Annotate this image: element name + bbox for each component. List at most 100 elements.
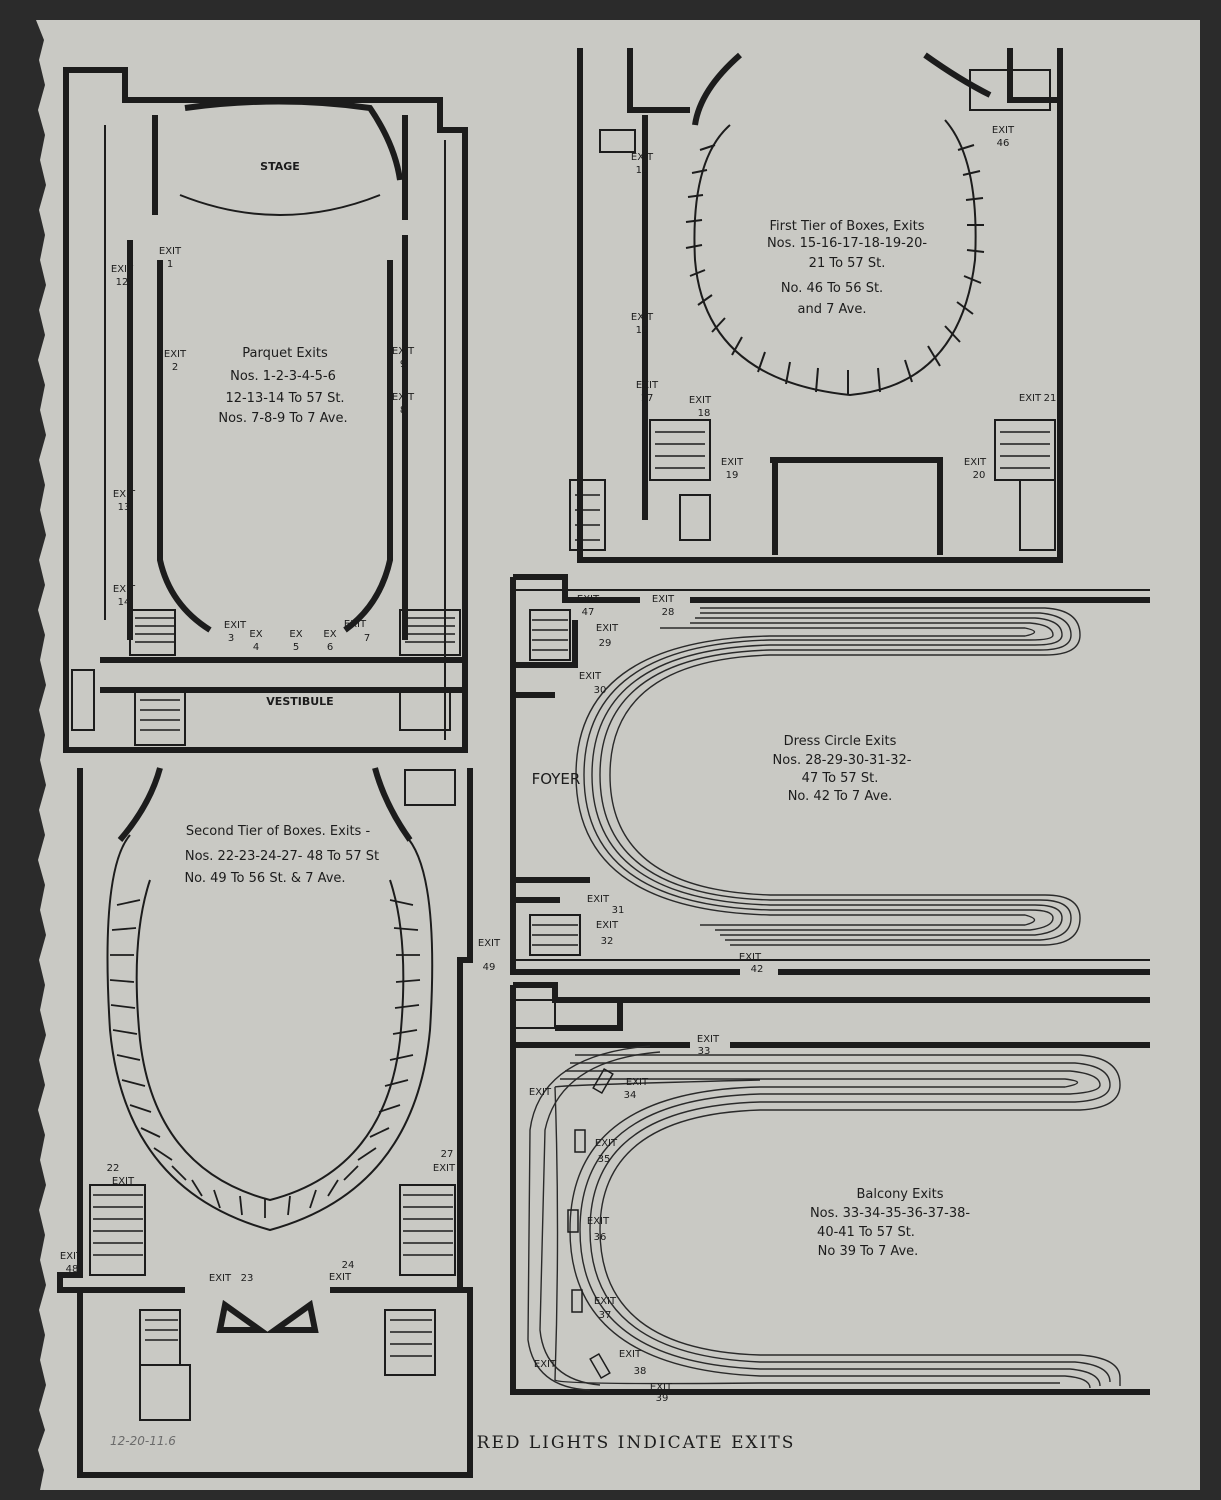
- exit-number: 5: [293, 642, 299, 653]
- box-dividers: [109, 899, 421, 1218]
- exit-number: 19: [726, 470, 739, 481]
- exit-number: 14: [118, 597, 131, 608]
- exit-number: 12: [116, 277, 129, 288]
- second-tier-title: Second Tier of Boxes. Exits -: [186, 824, 371, 839]
- exit-word: EXIT: [964, 457, 987, 468]
- exit-number: 37: [599, 1310, 612, 1321]
- exit-number: 2: [172, 362, 178, 373]
- footer-caption: RED LIGHTS INDICATE EXITS: [477, 1433, 796, 1453]
- exit-word: EXIT: [636, 380, 659, 391]
- exit-number: 3: [228, 633, 234, 644]
- second-tier-line: Nos. 22-23-24-27- 48 To 57 St: [185, 849, 379, 864]
- box-dividers: [685, 144, 985, 394]
- dress-circle-stairs: [532, 619, 578, 946]
- paper: [36, 20, 1200, 1490]
- parquet-stairs: [135, 617, 455, 731]
- first-tier-line: 21 To 57 St.: [809, 256, 886, 271]
- exit-number: 17: [641, 393, 654, 404]
- exit-word: EXIT: [433, 1163, 456, 1174]
- exit-number: 23: [241, 1273, 254, 1284]
- exit-number: 36: [594, 1232, 607, 1243]
- first-tier-title: First Tier of Boxes, Exits: [770, 219, 925, 234]
- exit-word: EXIT: [626, 1077, 649, 1088]
- exit-word: EXIT: [112, 1176, 135, 1187]
- exit-word: EXIT: [534, 1359, 557, 1370]
- exit-word: EXIT: [164, 349, 187, 360]
- parquet-plan: STAGE VESTIBULE Parquet Exits Nos. 1-2-3…: [63, 67, 468, 753]
- exit-number: 47: [582, 607, 595, 618]
- first-tier-line: and 7 Ave.: [798, 302, 867, 317]
- exit-number: 20: [973, 470, 986, 481]
- balcony-plan: Balcony Exits Nos. 33-34-35-36-37-38- 40…: [510, 982, 1150, 1404]
- parquet-title: Parquet Exits: [242, 346, 328, 361]
- exit-number: 16: [636, 325, 649, 336]
- exit-word: EXIT: [329, 1272, 352, 1283]
- pencil-annotation: 12-20-11.6: [110, 1434, 176, 1448]
- exit-word: EXIT: [595, 1138, 618, 1149]
- exit-word: EXIT: [631, 152, 654, 163]
- exit-word: EXIT: [113, 489, 136, 500]
- parquet-line: 12-13-14 To 57 St.: [225, 391, 344, 406]
- exit-number: 49: [483, 962, 496, 973]
- exit-number: 8: [400, 405, 406, 416]
- exit-word: EXIT: [1019, 393, 1042, 404]
- exit-number: 18: [698, 408, 711, 419]
- exit-word: EXIT: [392, 346, 415, 357]
- exit-number: 38: [634, 1366, 647, 1377]
- vestibule-label: VESTIBULE: [266, 695, 333, 708]
- exit-word: EXIT: [992, 125, 1015, 136]
- exit-word: EXIT: [113, 584, 136, 595]
- balcony-seat-rows: [527, 1045, 1121, 1391]
- balcony-exit-doors: [567, 1067, 614, 1380]
- dress-circle-line: No. 42 To 7 Ave.: [788, 789, 893, 804]
- exit-word: EXIT: [650, 1382, 673, 1393]
- exit-number: 15: [636, 165, 649, 176]
- exit-number: 39: [656, 1393, 669, 1404]
- first-tier-line: No. 46 To 56 St.: [781, 281, 883, 296]
- exit-number: 46: [997, 138, 1010, 149]
- exit-word: EXIT: [60, 1251, 83, 1262]
- exit-number: 22: [107, 1163, 120, 1174]
- balcony-line: No 39 To 7 Ave.: [818, 1244, 919, 1259]
- second-tier-line: No. 49 To 56 St. & 7 Ave.: [184, 871, 345, 886]
- exit-word: EXIT: [652, 594, 675, 605]
- exit-number: 42: [751, 964, 764, 975]
- exit-word: EXIT: [697, 1034, 720, 1045]
- exit-number: 32: [601, 936, 614, 947]
- second-tier-stairs: [93, 1194, 453, 1357]
- dress-circle-line: 47 To 57 St.: [802, 771, 879, 786]
- dress-circle-line: Nos. 28-29-30-31-32-: [773, 753, 912, 768]
- exit-word: EXIT: [577, 594, 600, 605]
- parquet-line: Nos. 1-2-3-4-5-6: [230, 369, 336, 384]
- first-tier-line: Nos. 15-16-17-18-19-20-: [767, 236, 927, 251]
- exit-word: EXIT: [529, 1087, 552, 1098]
- exit-word: EXIT: [594, 1296, 617, 1307]
- exit-number: 9: [400, 359, 406, 370]
- exit-number: 6: [327, 642, 333, 653]
- dress-circle-seat-rows: [575, 607, 1081, 946]
- exit-number: 7: [364, 633, 370, 644]
- exit-number: 21: [1044, 393, 1057, 404]
- exit-word: EXIT: [739, 952, 762, 963]
- foyer-label: FOYER: [532, 770, 581, 788]
- balcony-line: Nos. 33-34-35-36-37-38-: [810, 1206, 970, 1221]
- exit-number: 13: [118, 502, 131, 513]
- first-tier-plan: First Tier of Boxes, Exits Nos. 15-16-17…: [569, 48, 1063, 563]
- exit-word: EXIT: [596, 920, 619, 931]
- balcony-title: Balcony Exits: [856, 1187, 943, 1202]
- balcony-line: 40-41 To 57 St.: [817, 1225, 915, 1240]
- exit-number: 4: [253, 642, 259, 653]
- exit-word: EXIT: [631, 312, 654, 323]
- exit-number: 31: [612, 905, 625, 916]
- exit-number: 1: [167, 259, 173, 270]
- exit-word: EX: [289, 629, 302, 640]
- exit-number: 29: [599, 638, 612, 649]
- exit-word: EXIT: [209, 1273, 232, 1284]
- stage-label: STAGE: [260, 160, 300, 173]
- exit-word: EXIT: [689, 395, 712, 406]
- exit-number: 24: [342, 1260, 355, 1271]
- exit-word: EXIT: [587, 1216, 610, 1227]
- exit-number: 35: [598, 1154, 611, 1165]
